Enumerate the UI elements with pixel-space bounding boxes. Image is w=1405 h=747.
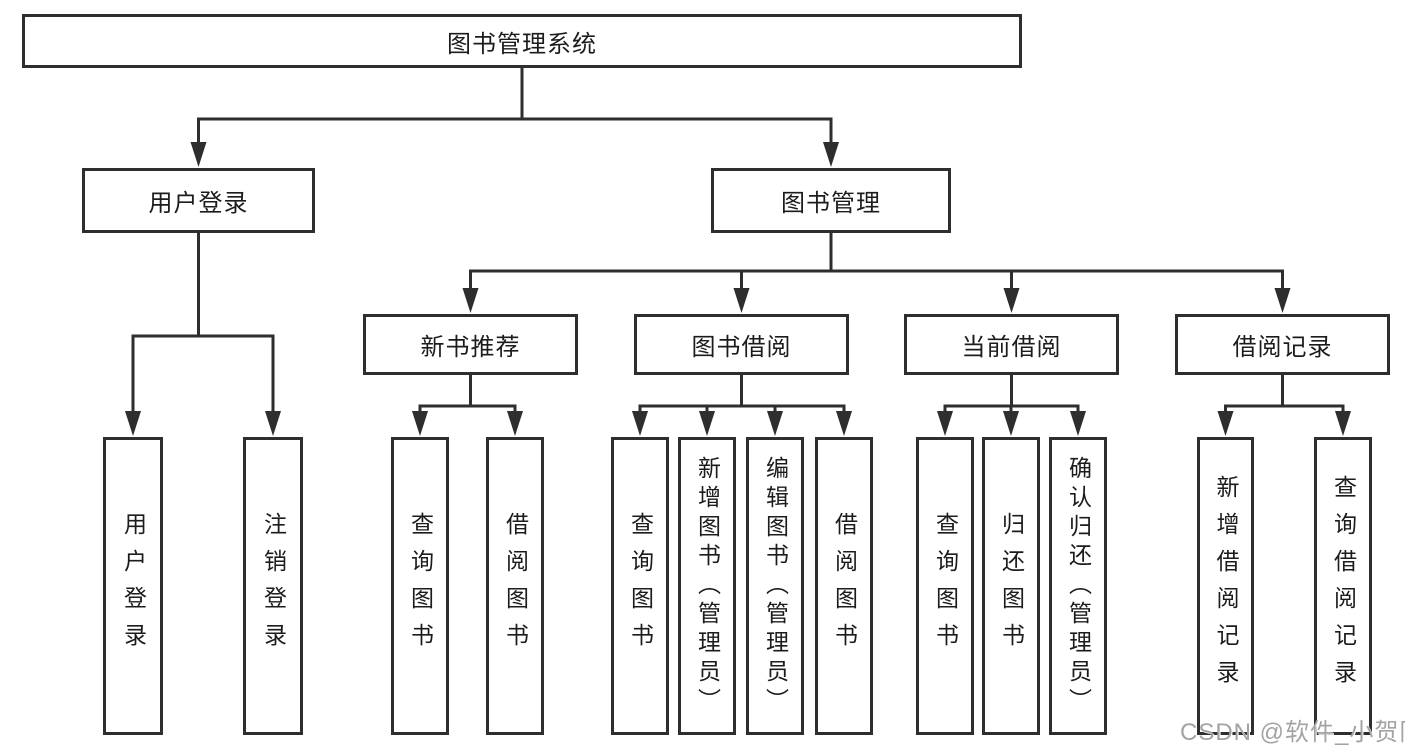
node-current-borrowing: 当前借阅: [904, 314, 1119, 375]
node-label: 查询图书: [407, 512, 434, 660]
node-label: 图书借阅: [691, 334, 792, 361]
node-label: 查询图书: [932, 512, 959, 660]
node-logout: 注销登录: [243, 437, 303, 735]
node-search-books-borrowing: 查询图书: [611, 437, 669, 735]
node-user-login-leaf: 用户登录: [103, 437, 163, 735]
node-user-login: 用户登录: [82, 168, 315, 233]
node-label: 新书推荐: [420, 334, 521, 361]
node-edit-books-admin: 编辑图书（管理员）: [746, 437, 804, 735]
node-search-borrow-record: 查询借阅记录: [1314, 437, 1372, 735]
node-add-books-admin: 新增图书（管理员）: [678, 437, 736, 735]
arrowheads: [125, 142, 1351, 436]
node-label: 借阅图书: [831, 512, 858, 660]
node-label: 当前借阅: [961, 334, 1062, 361]
node-label: 图书管理系统: [447, 30, 597, 58]
node-search-books-recommend: 查询图书: [391, 437, 449, 735]
node-library-management-system: 图书管理系统: [22, 14, 1022, 68]
node-borrow-books: 借阅图书: [815, 437, 873, 735]
node-label: 注销登录: [260, 512, 287, 660]
node-new-book-recommendation: 新书推荐: [363, 314, 578, 375]
csdn-watermark: CSDN @软件_小贺同学: [1180, 719, 1405, 746]
node-label: 归还图书: [998, 512, 1025, 660]
node-label: 借阅记录: [1232, 334, 1333, 361]
node-label: 用户登录: [148, 190, 249, 217]
node-label: 编辑图书（管理员）: [762, 455, 789, 717]
node-label: 图书管理: [781, 190, 881, 217]
node-label: 查询借阅记录: [1330, 475, 1357, 697]
node-book-management: 图书管理: [711, 168, 951, 233]
node-label: 查询图书: [627, 512, 654, 660]
node-borrowing-records: 借阅记录: [1175, 314, 1390, 375]
node-label: 用户登录: [120, 512, 147, 660]
node-add-borrow-record: 新增借阅记录: [1197, 437, 1254, 735]
node-confirm-return-admin: 确认归还（管理员）: [1049, 437, 1107, 735]
node-label: 新增借阅记录: [1213, 475, 1239, 697]
node-label: 新增图书（管理员）: [694, 455, 721, 717]
node-borrow-books-recommend: 借阅图书: [486, 437, 544, 735]
node-return-books: 归还图书: [982, 437, 1040, 735]
node-label: 确认归还（管理员）: [1065, 455, 1092, 717]
node-search-books-current: 查询图书: [916, 437, 974, 735]
node-book-borrowing: 图书借阅: [634, 314, 849, 375]
node-label: 借阅图书: [502, 512, 529, 660]
